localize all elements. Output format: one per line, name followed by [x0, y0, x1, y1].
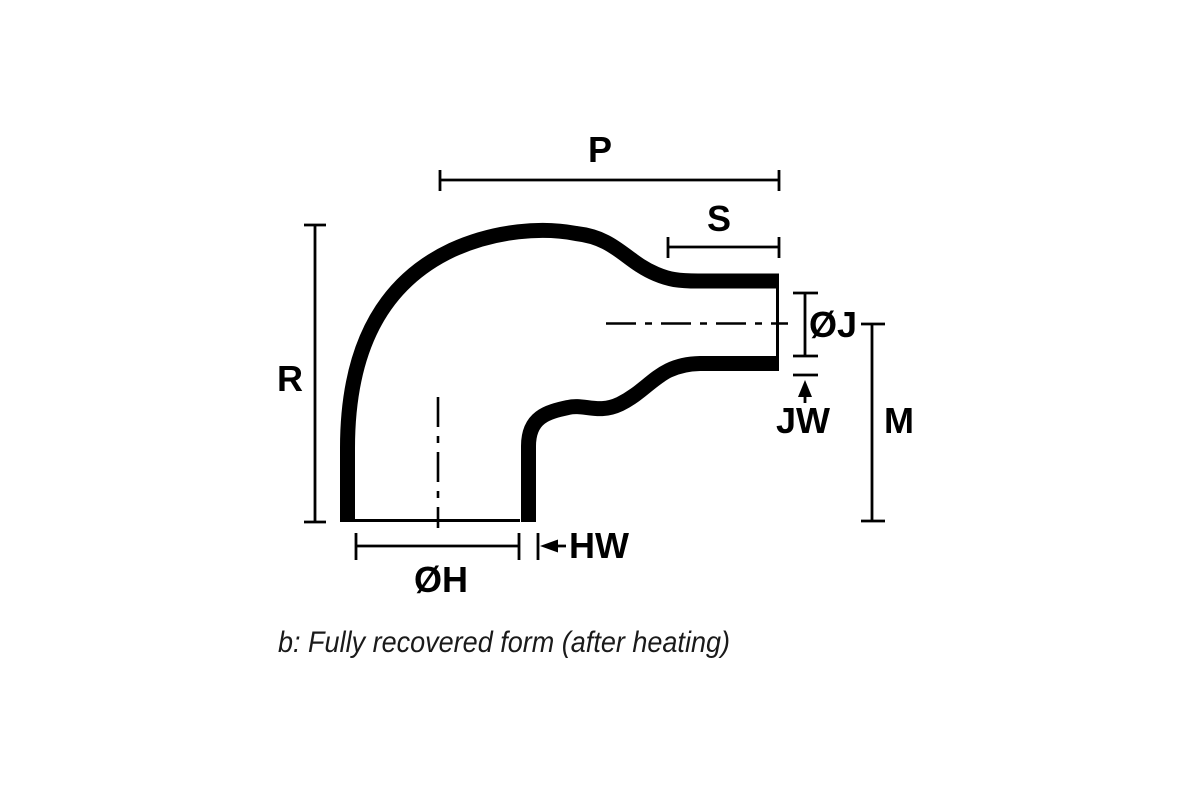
dim-m: [861, 322, 885, 523]
dim-s: [666, 237, 781, 258]
dim-label-r: R: [277, 358, 303, 399]
centerlines: [436, 322, 788, 528]
dim-label-p: P: [588, 129, 612, 170]
dim-label-oh: ØH: [414, 559, 468, 600]
dim-label-oj: ØJ: [809, 304, 857, 345]
diagram-caption: b: Fully recovered form (after heating): [278, 626, 730, 659]
dim-label-jw: JW: [776, 400, 830, 441]
dim-oh: [354, 533, 521, 560]
dim-r: [304, 223, 326, 524]
dim-jw: [793, 373, 818, 403]
dim-label-hw: HW: [569, 525, 629, 566]
jw-arrowhead-icon: [798, 380, 812, 397]
dimension-lines: [304, 170, 885, 560]
dim-oj: [793, 291, 818, 358]
boot-outline: [340, 222, 779, 522]
dim-label-m: M: [884, 400, 914, 441]
dim-label-s: S: [707, 198, 731, 239]
boot-outer-profile: [340, 222, 779, 522]
hw-arrowhead-icon: [540, 539, 558, 553]
boot-inner-profile: [521, 356, 779, 522]
dim-p: [438, 170, 781, 191]
dim-hw: [536, 533, 566, 560]
